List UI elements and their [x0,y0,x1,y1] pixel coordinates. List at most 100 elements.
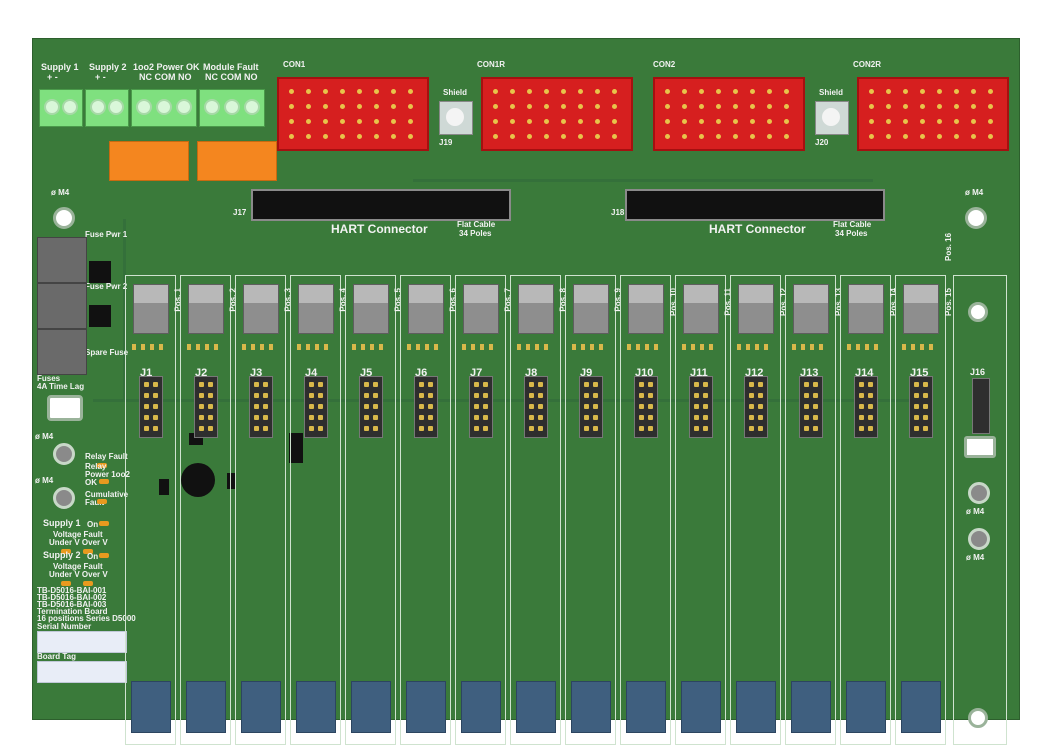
slot-socket[interactable] [846,681,886,733]
header-pin [584,404,589,409]
slot-header[interactable] [799,376,823,438]
slot-socket[interactable] [516,681,556,733]
supply2-terminal[interactable] [85,89,129,127]
header-pin [694,426,699,431]
j16-header[interactable] [972,378,990,434]
shield-connector-j20[interactable] [815,101,849,135]
header-pin [208,415,213,420]
header-pin [483,404,488,409]
connector-pin [988,89,993,94]
hart-connector-j17[interactable] [251,189,511,221]
shield-connector-j19[interactable] [439,101,473,135]
slot-header[interactable] [194,376,218,438]
slot-relay [848,284,884,334]
supply1-terminal[interactable] [39,89,83,127]
slot-socket[interactable] [461,681,501,733]
header-pin [199,393,204,398]
slot-header[interactable] [469,376,493,438]
slot-header[interactable] [744,376,768,438]
mount-hole [968,302,988,322]
con2r-connector[interactable] [857,77,1009,151]
smd-pad [929,344,933,350]
slot-header[interactable] [909,376,933,438]
hart-connector-j18[interactable] [625,189,885,221]
fuse-pwr1-label: Fuse Pwr 1 [85,230,128,239]
slot-header[interactable] [359,376,383,438]
slot-socket[interactable] [681,681,721,733]
fuse-pwr2[interactable] [37,283,87,329]
slot-socket[interactable] [131,681,171,733]
connector-pin [784,89,789,94]
slot-socket[interactable] [571,681,611,733]
connector-pin [289,119,294,124]
connector-pin [869,119,874,124]
slot-socket[interactable] [296,681,336,733]
connector-pin [612,89,617,94]
slot-socket[interactable] [186,681,226,733]
relay-power-label-3: OK [85,478,97,487]
slot-header[interactable] [579,376,603,438]
module-fault-terminal[interactable] [199,89,265,127]
header-pin [584,426,589,431]
smd-pad [269,344,273,350]
mount-hole [53,207,75,229]
con1-connector[interactable] [277,77,429,151]
con2-connector[interactable] [653,77,805,151]
slot-socket[interactable] [791,681,831,733]
header-pin [419,426,424,431]
slot-socket[interactable] [241,681,281,733]
connector-pin [988,134,993,139]
fuse-pwr1[interactable] [37,237,87,283]
slot-socket[interactable] [901,681,941,733]
slot-socket[interactable] [406,681,446,733]
slot-header[interactable] [634,376,658,438]
header-pin [373,404,378,409]
connector-pin [699,134,704,139]
slot-header[interactable] [414,376,438,438]
slot-socket[interactable] [626,681,666,733]
slot-header[interactable] [249,376,273,438]
slot-header[interactable] [854,376,878,438]
j20-label: J20 [815,138,829,147]
power-ok-terminal[interactable] [131,89,197,127]
connector-pin [374,89,379,94]
slot-header[interactable] [689,376,713,438]
smd-pad [911,344,915,350]
header-pin [144,404,149,409]
connector-pin [665,104,670,109]
serial-number-field[interactable] [37,631,127,653]
slot-socket[interactable] [351,681,391,733]
connector-pin [682,104,687,109]
slot-header[interactable] [304,376,328,438]
board-tag-field[interactable] [37,661,127,683]
m4-label: ø M4 [966,507,985,516]
slot-header[interactable] [139,376,163,438]
smd-pad [242,344,246,350]
con1r-connector[interactable] [481,77,633,151]
fuses-title: Fuses [37,374,61,383]
slot-header[interactable] [524,376,548,438]
smd-pad [544,344,548,350]
slot-socket[interactable] [736,681,776,733]
relay-power-ok [109,141,189,181]
connector-pin [408,104,413,109]
screw-pin [62,99,78,115]
spare-fuse[interactable] [37,329,87,375]
connector-pin [340,119,345,124]
connector-pin [561,89,566,94]
